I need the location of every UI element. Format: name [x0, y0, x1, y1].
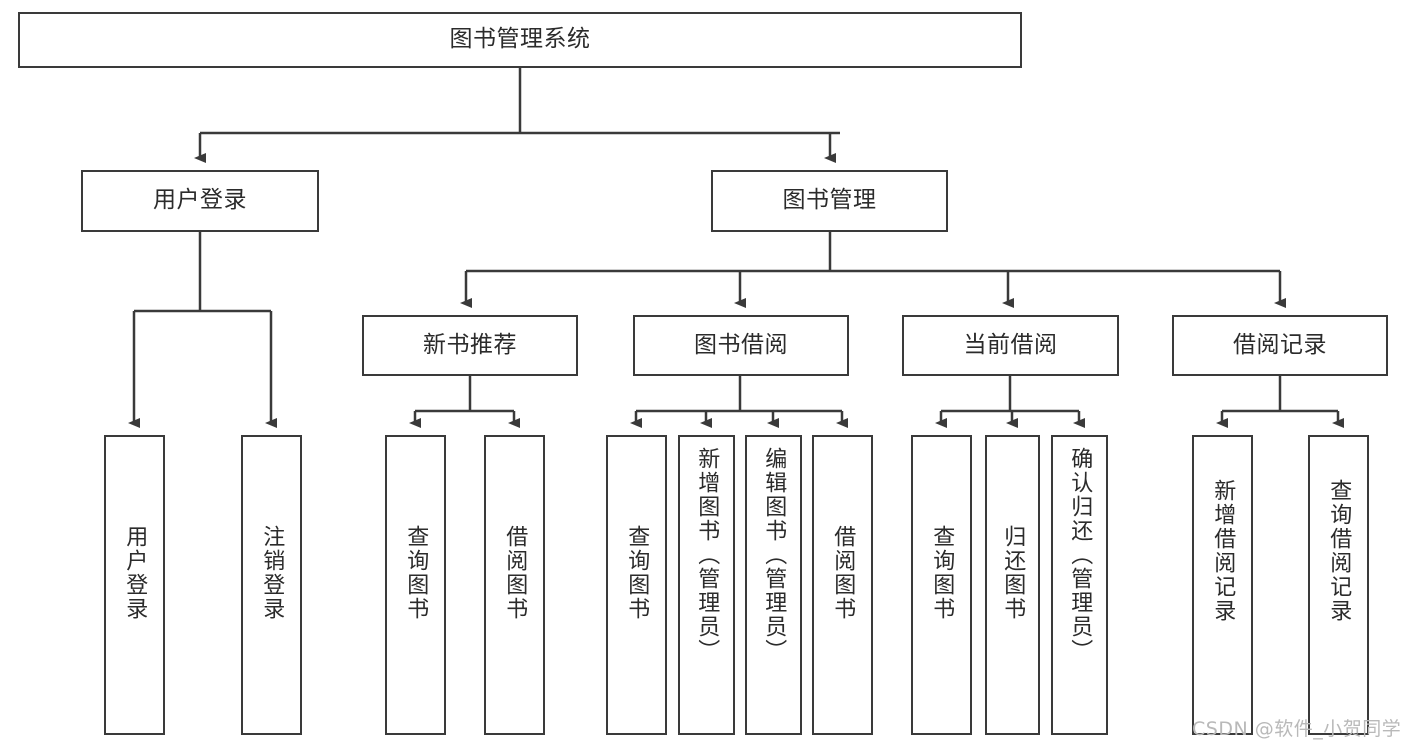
edge-group-book-borrow: [630, 376, 848, 428]
edge-group-root: [194, 68, 840, 163]
edge-group-book-manage: [460, 232, 1286, 308]
node-new-book-recommend-label: 新书推荐: [423, 331, 517, 358]
node-leaf-user-login[interactable]: 用户登录: [104, 435, 165, 735]
node-current-borrow-label: 当前借阅: [963, 331, 1058, 358]
node-leaf-borrow-book-2[interactable]: 借阅图书: [812, 435, 873, 735]
node-root[interactable]: 图书管理系统: [18, 12, 1022, 68]
node-leaf-query-book-3[interactable]: 查询图书: [911, 435, 972, 735]
node-leaf-borrow-book-2-label: 借阅图书: [830, 525, 856, 621]
node-leaf-add-record-label: 新增借阅记录: [1210, 479, 1236, 623]
node-leaf-add-book[interactable]: 新增图书（管理员）: [678, 435, 735, 735]
node-leaf-confirm-return-label: 确认归还（管理员）: [1067, 447, 1093, 663]
node-root-label: 图书管理系统: [449, 26, 591, 53]
node-leaf-logout-label: 注销登录: [259, 525, 285, 621]
edge-group-borrow-record: [1216, 376, 1344, 428]
node-book-borrow[interactable]: 图书借阅: [633, 315, 849, 376]
node-leaf-add-record[interactable]: 新增借阅记录: [1192, 435, 1253, 735]
node-leaf-return-book[interactable]: 归还图书: [985, 435, 1040, 735]
node-leaf-confirm-return[interactable]: 确认归还（管理员）: [1051, 435, 1108, 735]
node-leaf-query-book-2[interactable]: 查询图书: [606, 435, 667, 735]
node-leaf-query-book-3-label: 查询图书: [929, 525, 955, 621]
node-leaf-query-book-1[interactable]: 查询图书: [385, 435, 446, 735]
node-leaf-edit-book[interactable]: 编辑图书（管理员）: [745, 435, 802, 735]
node-borrow-record-label: 借阅记录: [1233, 331, 1327, 358]
node-current-borrow[interactable]: 当前借阅: [902, 315, 1119, 376]
edge-group-new-book-recommend: [409, 376, 520, 428]
node-leaf-query-record[interactable]: 查询借阅记录: [1308, 435, 1369, 735]
node-user-login-label: 用户登录: [153, 187, 247, 214]
node-leaf-logout[interactable]: 注销登录: [241, 435, 302, 735]
edge-group-current-borrow: [935, 376, 1085, 428]
node-leaf-edit-book-label: 编辑图书（管理员）: [761, 447, 787, 663]
node-leaf-return-book-label: 归还图书: [1000, 525, 1026, 621]
node-leaf-borrow-book-1[interactable]: 借阅图书: [484, 435, 545, 735]
csdn-watermark: CSDN @软件_小贺同学: [1192, 718, 1402, 740]
node-leaf-user-login-label: 用户登录: [122, 525, 148, 621]
node-user-login[interactable]: 用户登录: [81, 170, 319, 232]
node-leaf-query-record-label: 查询借阅记录: [1326, 479, 1352, 623]
node-leaf-query-book-2-label: 查询图书: [624, 525, 650, 621]
node-leaf-add-book-label: 新增图书（管理员）: [694, 447, 720, 663]
node-book-manage[interactable]: 图书管理: [711, 170, 948, 232]
node-leaf-borrow-book-1-label: 借阅图书: [502, 525, 528, 621]
node-borrow-record[interactable]: 借阅记录: [1172, 315, 1388, 376]
node-book-borrow-label: 图书借阅: [694, 331, 788, 358]
node-book-manage-label: 图书管理: [782, 187, 877, 214]
node-new-book-recommend[interactable]: 新书推荐: [362, 315, 578, 376]
edge-group-user-login: [128, 232, 277, 428]
node-leaf-query-book-1-label: 查询图书: [403, 525, 429, 621]
